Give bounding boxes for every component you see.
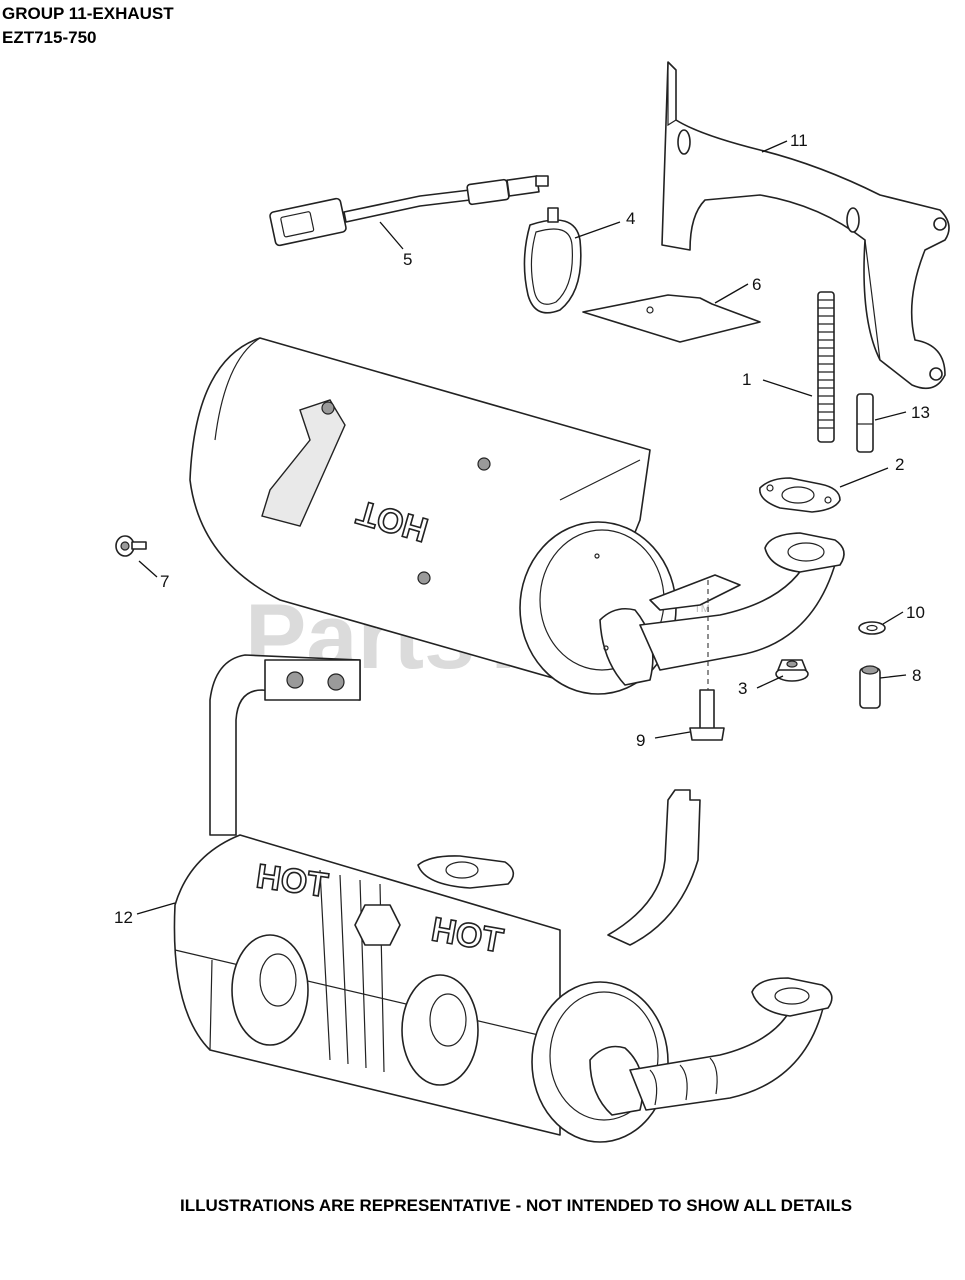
svg-text:4: 4: [626, 209, 635, 228]
callout-1: 1: [742, 370, 813, 397]
callout-13: 13: [874, 403, 930, 422]
upper-muffler-assembly[interactable]: HOT: [189, 337, 845, 695]
callout-10: 10: [882, 603, 925, 625]
disclaimer-footer: ILLUSTRATIONS ARE REPRESENTATIVE - NOT I…: [180, 1196, 853, 1215]
callout-8: 8: [879, 666, 921, 685]
callout-2: 2: [839, 455, 904, 488]
svg-text:10: 10: [906, 603, 925, 622]
callout-7: 7: [138, 560, 169, 591]
callout-3: 3: [738, 675, 784, 698]
part-5-oxygen-sensor[interactable]: [269, 175, 549, 247]
part-7-bolt[interactable]: [115, 535, 147, 557]
part-11-bracket[interactable]: [661, 61, 950, 390]
svg-text:7: 7: [160, 572, 169, 591]
part-8-cap-screw[interactable]: [859, 665, 881, 709]
callout-5: 5: [379, 221, 412, 269]
part-1-stud[interactable]: [817, 291, 835, 443]
svg-text:12: 12: [114, 908, 133, 927]
lower-muffler-assembly[interactable]: HOT HOT: [173, 654, 833, 1143]
callout-9: 9: [636, 731, 691, 750]
svg-text:8: 8: [912, 666, 921, 685]
part-10-washer[interactable]: [858, 621, 886, 635]
callout-6: 6: [714, 275, 761, 304]
part-13-pin[interactable]: [856, 393, 874, 453]
svg-text:6: 6: [752, 275, 761, 294]
callout-12: 12: [114, 902, 176, 927]
svg-text:3: 3: [738, 679, 747, 698]
svg-text:5: 5: [403, 250, 412, 269]
part-9-flange-bolt[interactable]: [689, 689, 725, 741]
part-2-flange-gasket[interactable]: [759, 477, 841, 513]
part-6-heat-plate[interactable]: [582, 294, 761, 343]
svg-text:13: 13: [911, 403, 930, 422]
callout-11: 11: [761, 131, 808, 153]
callout-4: 4: [574, 209, 635, 239]
model-number: EZT715-750: [2, 28, 97, 47]
svg-text:9: 9: [636, 731, 645, 750]
page-title: GROUP 11-EXHAUST: [2, 4, 174, 23]
part-3-flange-nut[interactable]: [775, 659, 809, 682]
svg-text:1: 1: [742, 370, 751, 389]
svg-text:11: 11: [790, 131, 808, 150]
svg-text:2: 2: [895, 455, 904, 474]
part-4-gasket-ring[interactable]: [523, 207, 582, 314]
